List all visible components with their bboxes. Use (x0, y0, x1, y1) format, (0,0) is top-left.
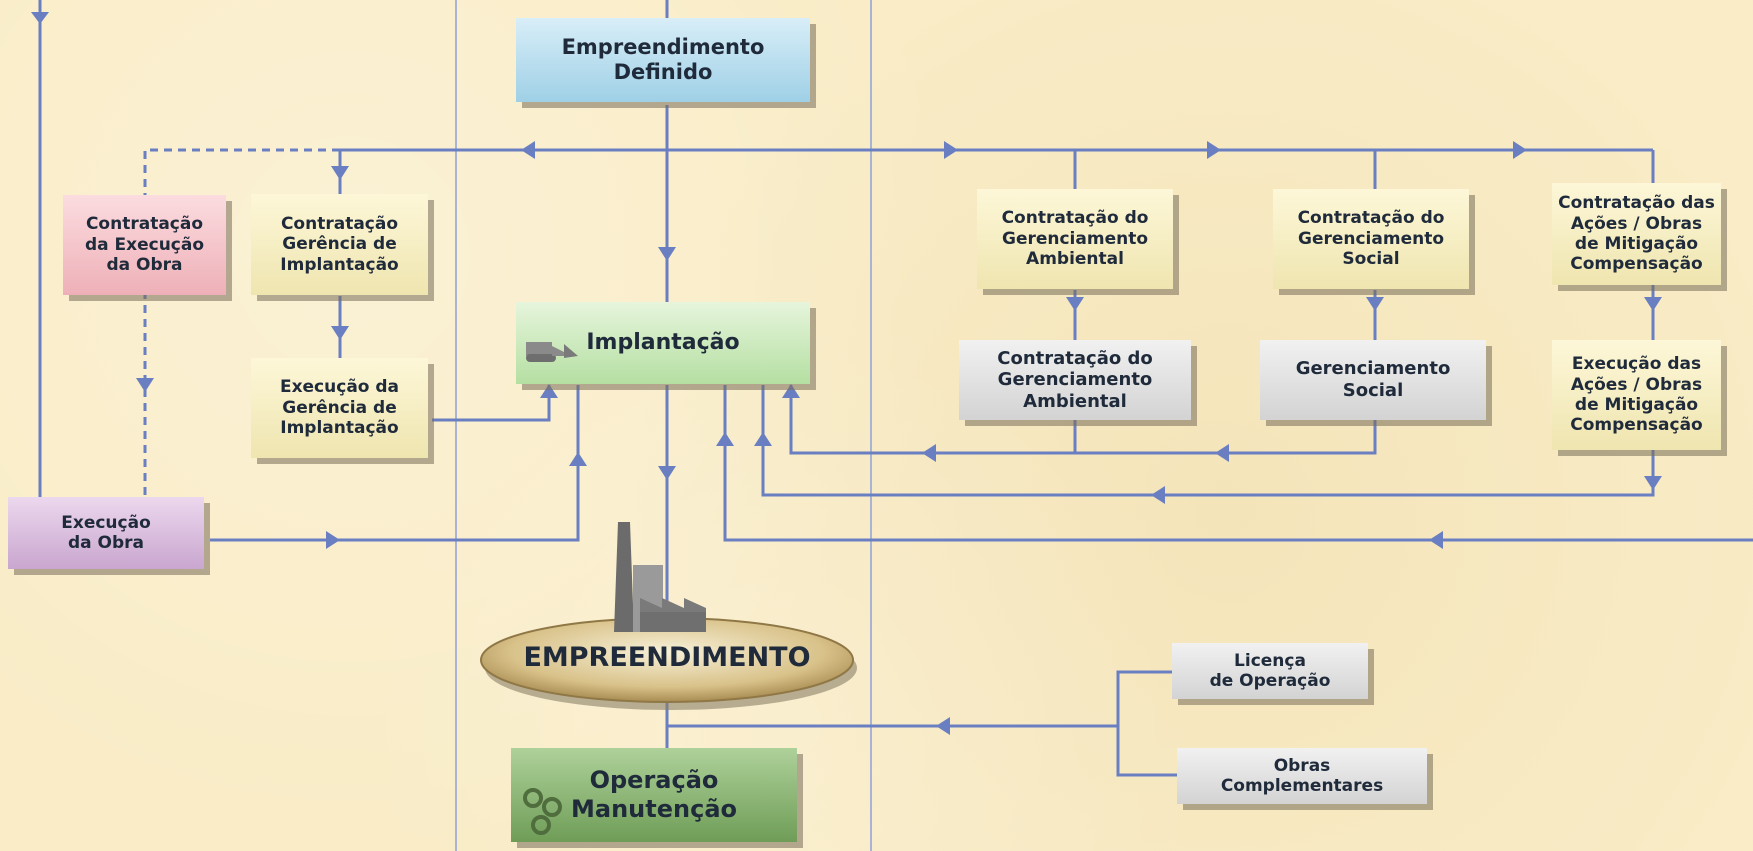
execucao-obra-box: Execução da Obra (8, 497, 204, 569)
operacao-manutencao-label: Operação Manutenção (571, 766, 737, 823)
contratacao-execucao-obra-box: Contratação da Execução da Obra (63, 195, 226, 295)
operacao-manutencao-box: Operação Manutenção (511, 748, 797, 842)
licenca-operacao-box: Licença de Operação (1172, 643, 1368, 699)
contratacao-gerencia-implantacao-box: Contratação Gerência de Implantação (251, 194, 428, 295)
execucao-gerencia-implantacao-box: Execução da Gerência de Implantação (251, 358, 428, 458)
arrowheads (31, 12, 1662, 735)
obras-complementares-box: Obras Complementares (1177, 748, 1427, 804)
gerenciamento-social-box: Gerenciamento Social (1260, 340, 1486, 420)
gears-icon (519, 756, 569, 844)
bulldozer-icon (524, 310, 580, 374)
contratacao-acoes-obras-box: Contratação das Ações / Obras de Mitigaç… (1552, 183, 1721, 285)
gerenciamento-ambiental-box: Contratação do Gerenciamento Ambiental (959, 340, 1191, 420)
contratacao-gerenciamento-social-box: Contratação do Gerenciamento Social (1273, 189, 1469, 289)
empreendimento-definido-box: Empreendimento Definido (516, 18, 810, 102)
execucao-acoes-obras-box: Execução das Ações / Obras de Mitigação … (1552, 340, 1721, 450)
implantacao-box: Implantação (516, 302, 810, 384)
implantacao-label: Implantação (586, 329, 740, 355)
column-dividers (455, 0, 872, 851)
empreendimento-label: EMPREENDIMENTO (523, 641, 811, 673)
empreendimento-oval (480, 617, 857, 710)
factory-icon (614, 522, 706, 632)
contratacao-gerenciamento-ambiental-box: Contratação do Gerenciamento Ambiental (977, 189, 1173, 289)
